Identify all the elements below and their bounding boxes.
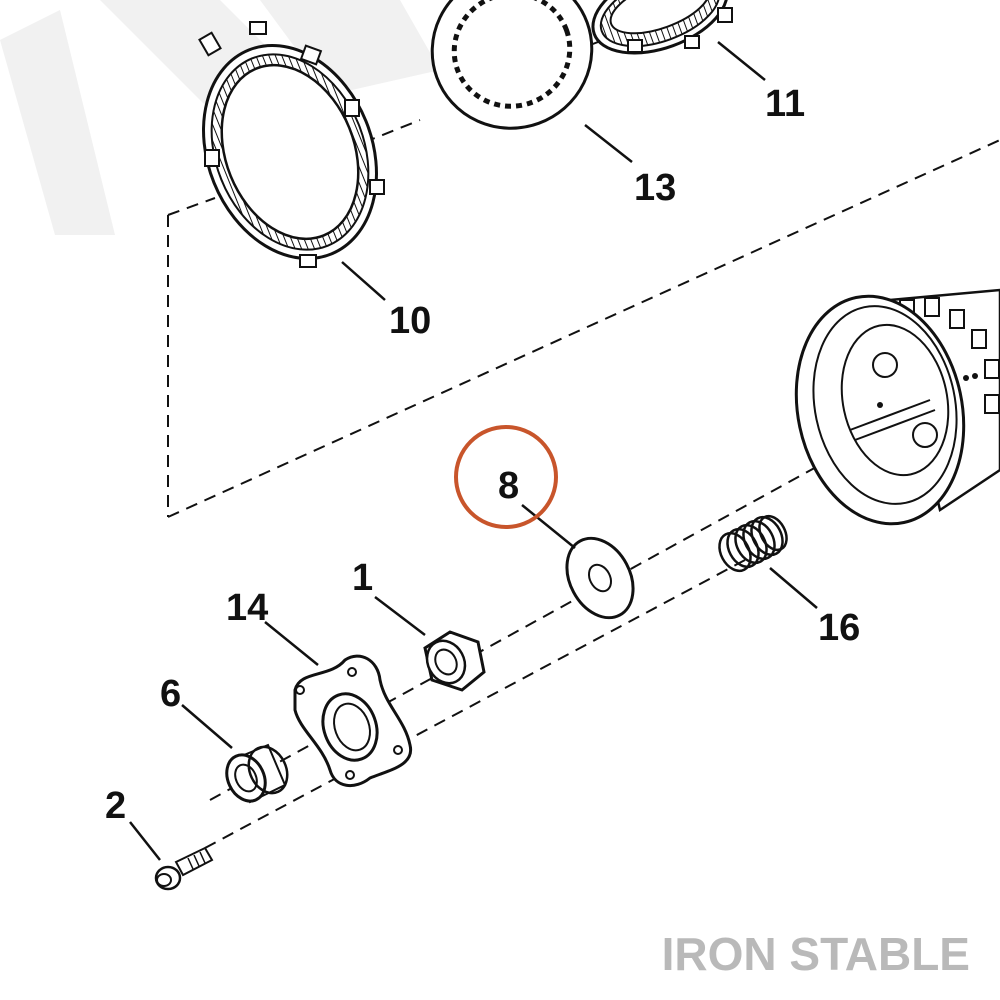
callout-label-6: 6: [160, 673, 181, 715]
friction-disc-part-11: [591, 0, 733, 55]
brand-watermark: IRON STABLE: [662, 928, 970, 980]
highlight-circle: [454, 425, 558, 529]
clutch-hub: [794, 288, 1000, 526]
callout-label-11: 11: [765, 83, 805, 125]
callout-label-13: 13: [634, 167, 676, 209]
callout-label-16: 16: [818, 607, 860, 649]
bolt-part-2: [154, 846, 214, 891]
bearing-plate-part-14: [293, 654, 413, 787]
callout-label-14: 14: [226, 587, 268, 629]
friction-disc-part-10: [198, 21, 385, 268]
hex-nut-part-1: [423, 630, 486, 692]
callout-label-1: 1: [352, 557, 373, 599]
assembly-guide-lines: [167, 0, 1000, 849]
callout-label-10: 10: [389, 300, 431, 342]
callout-label-8: 8: [498, 465, 519, 507]
coil-spring-part-16: [718, 514, 788, 573]
leader-lines: [129, 41, 818, 861]
steel-plate-part-13: [430, 0, 594, 130]
flat-washer-part-8: [565, 536, 635, 620]
bearing-part-6: [225, 743, 289, 804]
callout-label-2: 2: [105, 785, 126, 827]
